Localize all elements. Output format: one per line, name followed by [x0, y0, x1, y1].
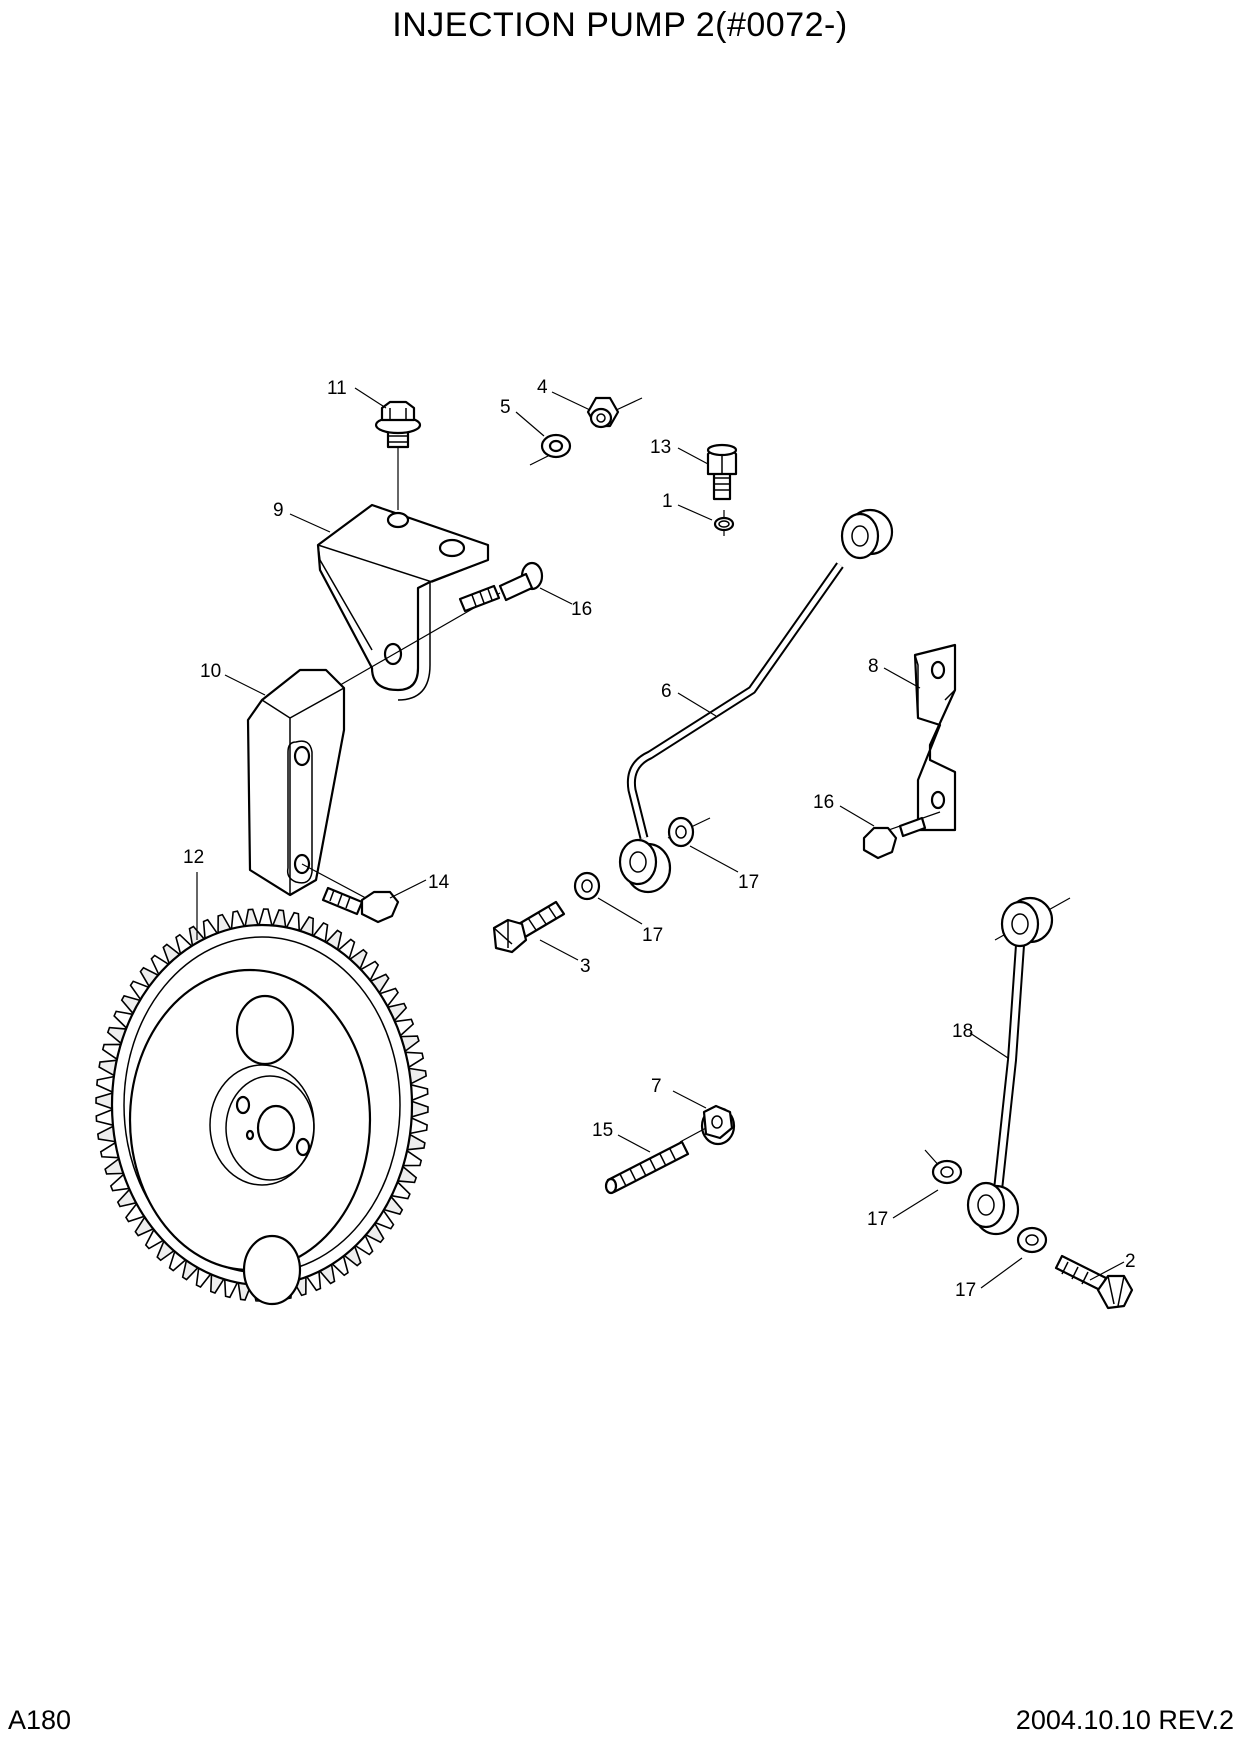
part-3-hex-bolt[interactable]	[492, 900, 566, 954]
svg-text:17: 17	[867, 1209, 888, 1230]
part-13-adapter[interactable]	[706, 443, 738, 501]
gear-tooth	[410, 1083, 429, 1102]
part-14-bolt[interactable]	[301, 863, 400, 924]
part-17-washer-b[interactable]	[573, 871, 601, 901]
part-4-nut[interactable]	[586, 396, 643, 429]
svg-text:5: 5	[500, 397, 511, 418]
part-6-pipe[interactable]	[618, 508, 894, 894]
part-15-flange-nut[interactable]	[700, 1104, 736, 1146]
callout-7: 18	[952, 1021, 1009, 1059]
callout-16-lower: 16	[813, 792, 875, 827]
svg-text:17: 17	[955, 1280, 976, 1301]
svg-text:15: 15	[592, 1120, 613, 1141]
callout-10: 10	[200, 661, 266, 696]
svg-text:11: 11	[327, 378, 347, 399]
callout-3: 3	[539, 939, 591, 977]
callout-16-upper: 16	[539, 587, 592, 620]
part-11-flange-bolt[interactable]	[374, 400, 422, 510]
callout-8: 8	[868, 656, 921, 689]
svg-text:16: 16	[571, 599, 592, 620]
part-16-bolt-lower[interactable]	[862, 811, 941, 860]
svg-text:7: 7	[651, 1076, 662, 1097]
svg-text:17: 17	[738, 872, 759, 893]
callout-18: 15	[592, 1120, 651, 1153]
svg-text:16: 16	[813, 792, 834, 813]
callout-4: 4	[537, 377, 591, 411]
svg-text:1: 1	[662, 491, 673, 512]
svg-text:10: 10	[200, 661, 221, 682]
part-17-washer-d[interactable]	[1016, 1226, 1048, 1254]
callout-14: 14	[389, 872, 450, 899]
part-9-bracket[interactable]	[316, 503, 490, 701]
gear-tooth	[257, 908, 273, 927]
svg-text:14: 14	[428, 872, 450, 893]
svg-text:9: 9	[273, 500, 284, 521]
svg-text:18: 18	[952, 1021, 973, 1042]
part-12-gear[interactable]	[95, 908, 429, 1306]
svg-text:8: 8	[868, 656, 879, 677]
part-16-bolt-upper[interactable]	[334, 561, 544, 689]
gear-tooth	[410, 1100, 429, 1118]
svg-text:12: 12	[183, 847, 204, 868]
callout-17-d: 17	[955, 1257, 1023, 1301]
callout-17-b: 17	[597, 897, 663, 946]
page-code: A180	[8, 1705, 72, 1735]
gear-tooth	[244, 908, 260, 928]
page-title: INJECTION PUMP 2(#0072-)	[392, 6, 848, 44]
callout-13: 13	[650, 437, 709, 465]
gear-tooth	[409, 1116, 428, 1135]
callout-2: 2	[1089, 1251, 1136, 1281]
part-8-clamp-plate[interactable]	[913, 643, 957, 832]
gear-tooth	[95, 1092, 114, 1110]
callout-6: 6	[661, 681, 717, 717]
gear-tooth	[96, 1075, 115, 1094]
revision-date: 2004.10.10 REV.2	[1015, 1705, 1234, 1735]
part-7-pipe[interactable]	[966, 896, 1071, 1236]
part-18-stud[interactable]	[604, 1127, 707, 1195]
part-2-hex-bolt[interactable]	[1054, 1254, 1134, 1310]
part-1-o-ring[interactable]	[713, 510, 735, 536]
callout-1: 1	[662, 491, 713, 521]
part-5-washer[interactable]	[529, 433, 572, 466]
callout-9: 9	[273, 500, 331, 533]
svg-text:17: 17	[642, 925, 663, 946]
svg-text:13: 13	[650, 437, 671, 458]
part-10-spacer-block[interactable]	[246, 668, 346, 897]
svg-text:2: 2	[1125, 1251, 1136, 1272]
svg-text:6: 6	[661, 681, 672, 702]
svg-text:4: 4	[537, 377, 548, 398]
part-17-washer-c[interactable]	[924, 1149, 963, 1185]
svg-text:3: 3	[580, 956, 591, 977]
part-17-washer-a[interactable]	[667, 816, 711, 848]
callout-17-c: 17	[867, 1189, 939, 1230]
callout-15: 7	[651, 1076, 707, 1109]
gear-tooth	[95, 1108, 114, 1127]
callout-17-a: 17	[689, 845, 759, 893]
callout-5: 5	[500, 397, 545, 437]
callout-12: 12	[183, 847, 204, 940]
callout-11: 11	[327, 378, 387, 409]
